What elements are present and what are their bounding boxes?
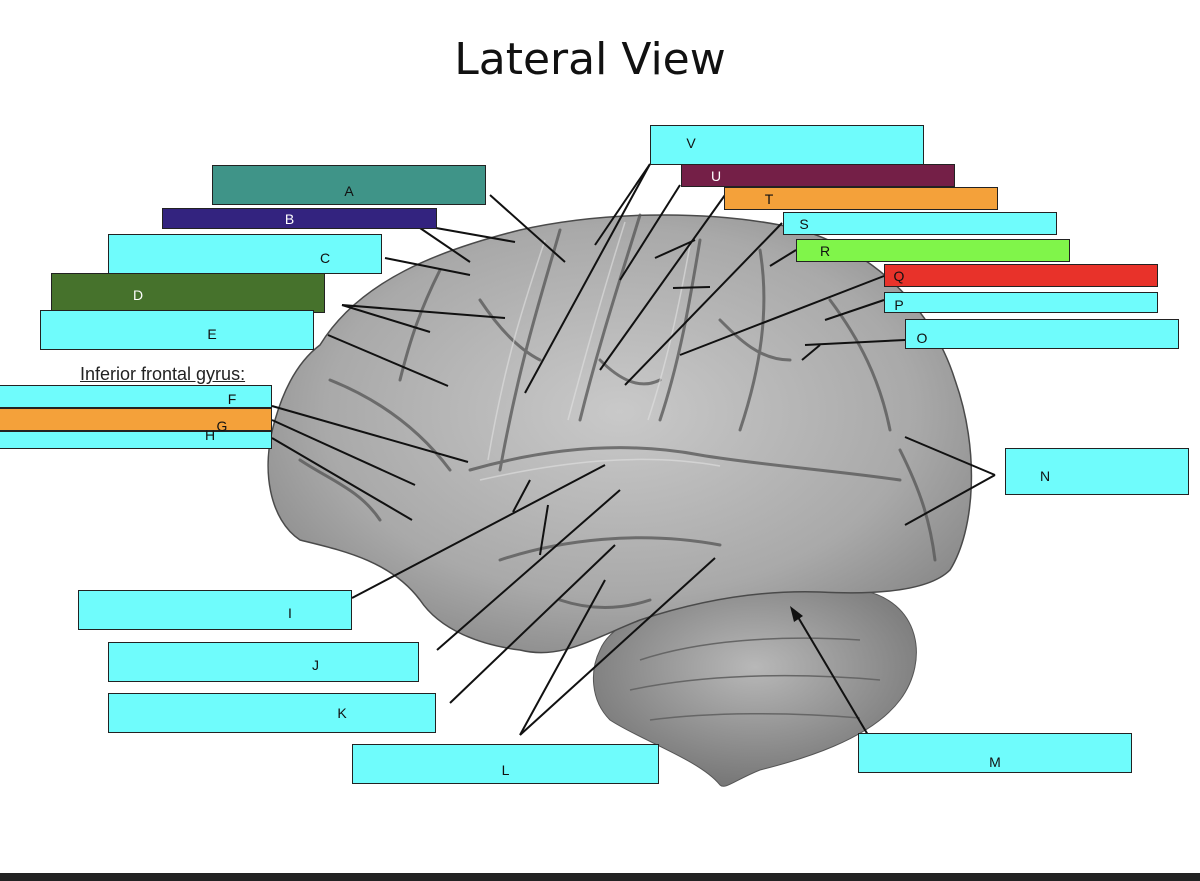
label-box-c[interactable]: C bbox=[108, 234, 382, 274]
label-box-e-text: E bbox=[207, 326, 217, 342]
page-title: Lateral View bbox=[454, 34, 726, 85]
label-box-o[interactable]: O bbox=[905, 319, 1179, 349]
cerebrum bbox=[267, 213, 973, 654]
label-box-t[interactable]: T bbox=[724, 187, 998, 210]
label-box-a-text: A bbox=[344, 183, 354, 199]
label-box-m[interactable]: M bbox=[858, 733, 1132, 773]
label-box-v[interactable]: V bbox=[650, 125, 924, 165]
inferior-frontal-gyrus-caption: Inferior frontal gyrus: bbox=[80, 364, 246, 384]
label-box-j[interactable]: J bbox=[108, 642, 419, 682]
label-box-i[interactable]: I bbox=[78, 590, 352, 630]
label-box-l-text: L bbox=[501, 762, 510, 778]
arrowhead-icon bbox=[790, 606, 803, 622]
label-box-s[interactable]: S bbox=[783, 212, 1057, 235]
label-box-h-text: H bbox=[204, 427, 216, 443]
label-box-g[interactable]: G bbox=[0, 408, 272, 434]
cerebellum bbox=[592, 587, 917, 787]
label-box-u-text: U bbox=[710, 167, 722, 184]
label-box-f-text: F bbox=[227, 390, 237, 407]
label-box-r-text: R bbox=[819, 242, 831, 259]
label-box-k[interactable]: K bbox=[108, 693, 436, 733]
bottom-bar bbox=[0, 873, 1200, 881]
label-box-s-text: S bbox=[799, 215, 809, 232]
label-box-r[interactable]: R bbox=[796, 239, 1070, 262]
label-box-b[interactable]: B bbox=[162, 208, 437, 229]
label-box-t-text: T bbox=[764, 190, 774, 207]
label-box-n[interactable]: N bbox=[1005, 448, 1189, 495]
label-box-o-text: O bbox=[916, 330, 928, 346]
label-box-f[interactable]: F bbox=[0, 385, 272, 408]
leader-lines bbox=[271, 163, 996, 736]
label-box-v-text: V bbox=[686, 135, 696, 151]
label-box-d-text: D bbox=[132, 287, 144, 303]
label-box-b-text: B bbox=[284, 210, 295, 227]
label-box-k-text: K bbox=[337, 705, 347, 721]
label-box-l[interactable]: L bbox=[352, 744, 659, 784]
label-box-n-text: N bbox=[1039, 467, 1051, 484]
label-box-h[interactable]: H bbox=[0, 427, 272, 449]
label-box-u[interactable]: U bbox=[681, 164, 955, 187]
label-box-g-text: G bbox=[216, 417, 228, 434]
label-box-i-text: I bbox=[288, 605, 292, 621]
label-box-q-text: Q bbox=[893, 267, 905, 284]
label-box-p[interactable]: P bbox=[884, 292, 1158, 313]
label-box-a[interactable]: A bbox=[212, 165, 486, 205]
label-box-e[interactable]: E bbox=[40, 310, 314, 350]
label-box-q[interactable]: Q bbox=[884, 264, 1158, 287]
label-box-m-text: M bbox=[989, 754, 1001, 770]
label-box-p-text: P bbox=[894, 296, 904, 313]
label-box-d[interactable]: D bbox=[51, 273, 325, 313]
label-box-j-text: J bbox=[312, 657, 319, 673]
label-box-c-text: C bbox=[319, 250, 331, 266]
